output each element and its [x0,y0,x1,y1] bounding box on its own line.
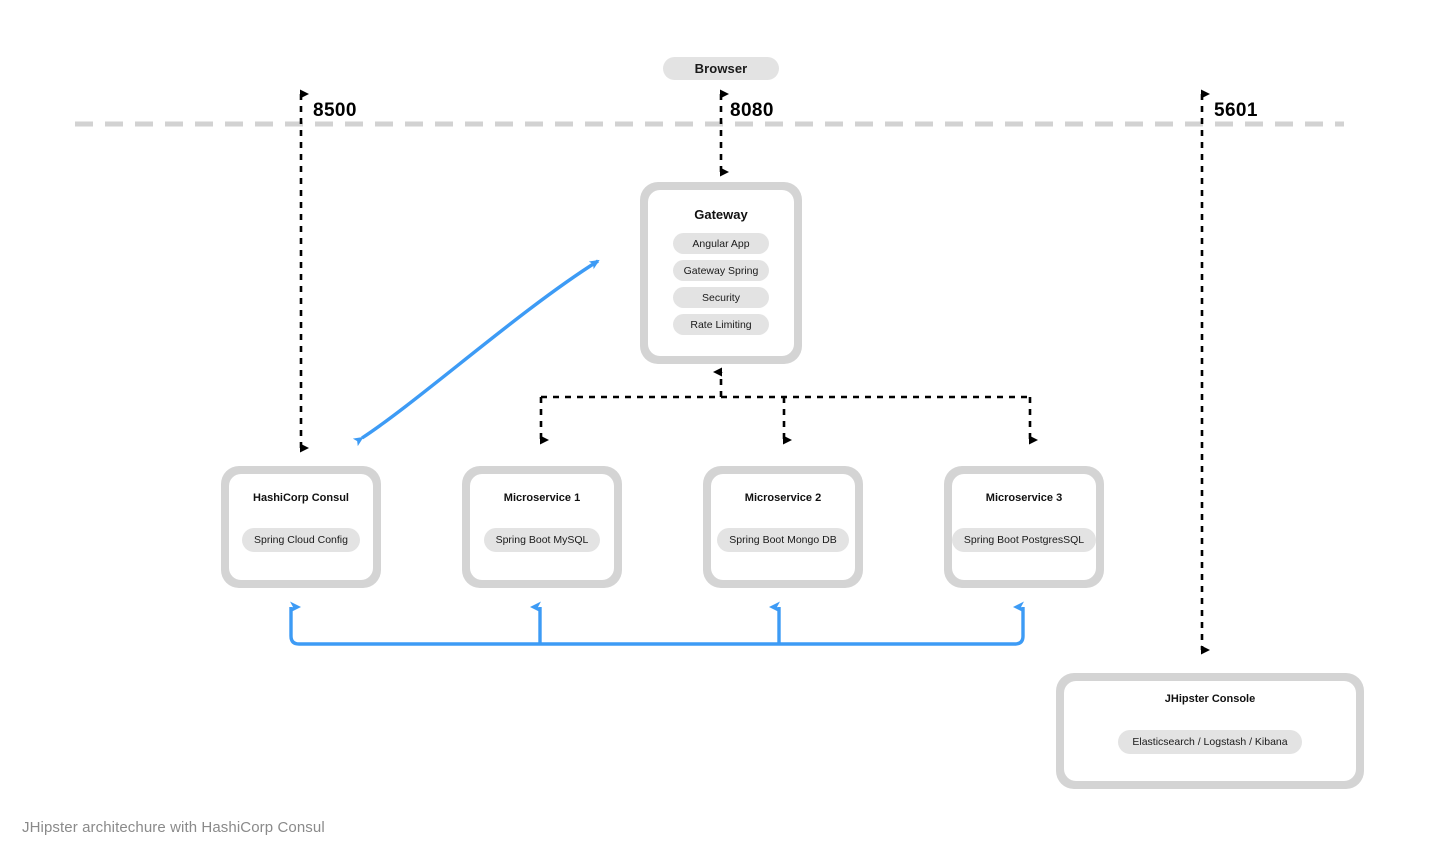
diagram-caption: JHipster architechure with HashiCorp Con… [22,819,325,836]
hashicorp-consul-node-title: HashiCorp Consul [253,492,349,504]
gateway-component-security[interactable]: Security [673,287,769,308]
gateway-node-title: Gateway [694,207,748,222]
microservice-2-node-title: Microservice 2 [744,492,822,504]
microservice-3-node-body: Microservice 3 Spring Boot PostgresSQL [951,474,1097,580]
hashicorp-consul-component[interactable]: Spring Cloud Config [242,528,360,552]
microservice-1-node[interactable]: Microservice 1 Spring Boot MySQL [462,466,622,588]
gateway-component-list: Angular App Gateway Spring Security Rate… [673,233,769,335]
browser-node[interactable]: Browser [663,57,779,80]
jhipster-console-component[interactable]: Elasticsearch / Logstash / Kibana [1118,730,1302,754]
gateway-component-angular-app[interactable]: Angular App [673,233,769,254]
port-label-kibana: 5601 [1214,100,1258,121]
microservice-1-node-title: Microservice 1 [503,492,581,504]
microservice-2-component[interactable]: Spring Boot Mongo DB [717,528,849,552]
microservice-1-component[interactable]: Spring Boot MySQL [483,528,601,552]
jhipster-console-node[interactable]: JHipster Console Elasticsearch / Logstas… [1056,673,1364,789]
microservice-1-node-body: Microservice 1 Spring Boot MySQL [470,474,614,580]
hashicorp-consul-node-body: HashiCorp Consul Spring Cloud Config [229,474,373,580]
microservice-3-node[interactable]: Microservice 3 Spring Boot PostgresSQL [944,466,1104,588]
consul-gateway-registration-arrow [352,259,600,447]
gateway-node-body: Gateway Angular App Gateway Spring Secur… [648,190,794,356]
jhipster-console-node-body: JHipster Console Elasticsearch / Logstas… [1064,681,1356,781]
gateway-node[interactable]: Gateway Angular App Gateway Spring Secur… [640,182,802,364]
hashicorp-consul-node[interactable]: HashiCorp Consul Spring Cloud Config [221,466,381,588]
microservice-3-component[interactable]: Spring Boot PostgresSQL [951,528,1097,552]
jhipster-console-node-title: JHipster Console [1164,693,1256,705]
microservice-2-node[interactable]: Microservice 2 Spring Boot Mongo DB [703,466,863,588]
gateway-component-rate-limiting[interactable]: Rate Limiting [673,314,769,335]
service-discovery-bus [289,601,1025,646]
microservice-2-node-body: Microservice 2 Spring Boot Mongo DB [711,474,855,580]
microservice-3-node-title: Microservice 3 [985,492,1063,504]
port-label-consul: 8500 [313,100,357,121]
gateway-component-gateway-spring[interactable]: Gateway Spring [673,260,769,281]
port-label-gateway: 8080 [730,100,774,121]
